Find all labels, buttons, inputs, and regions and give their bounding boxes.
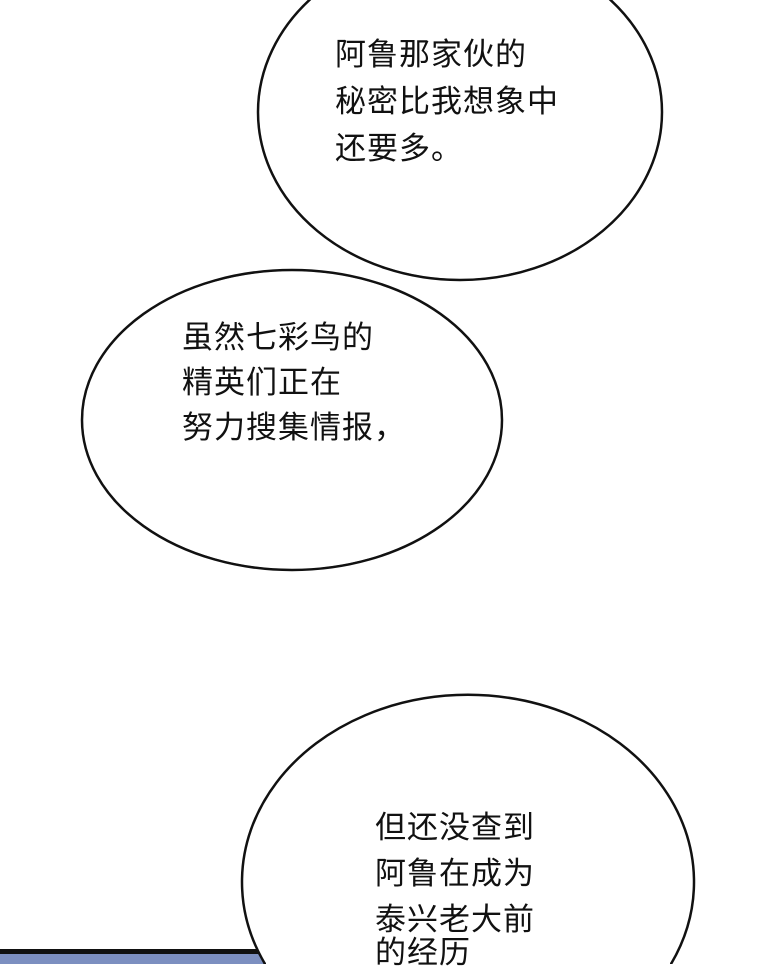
next-panel-edge: [0, 949, 300, 964]
bubble-2-text: 虽然七彩鸟的 精英们正在 努力搜集情报，: [182, 316, 406, 451]
text-line: 秘密比我想象中: [335, 84, 559, 120]
text-line: 还要多。: [335, 131, 463, 167]
text-line: 的经历: [375, 935, 471, 971]
text-line: 精英们正在: [182, 365, 342, 401]
text-line: 泰兴老大前: [375, 902, 535, 938]
bubble-1-text: 阿鲁那家伙的 秘密比我想象中 还要多。: [335, 32, 559, 173]
text-line: 阿鲁在成为: [375, 856, 535, 892]
text-line: 阿鲁那家伙的: [335, 37, 527, 73]
text-line: 但还没查到: [375, 810, 535, 846]
text-line: 努力搜集情报，: [182, 410, 406, 446]
bubble-3-outline: [240, 693, 696, 964]
bubble-3-text: 但还没查到 阿鲁在成为 泰兴老大前 的经历: [375, 805, 535, 971]
text-line: 虽然七彩鸟的: [182, 320, 374, 356]
